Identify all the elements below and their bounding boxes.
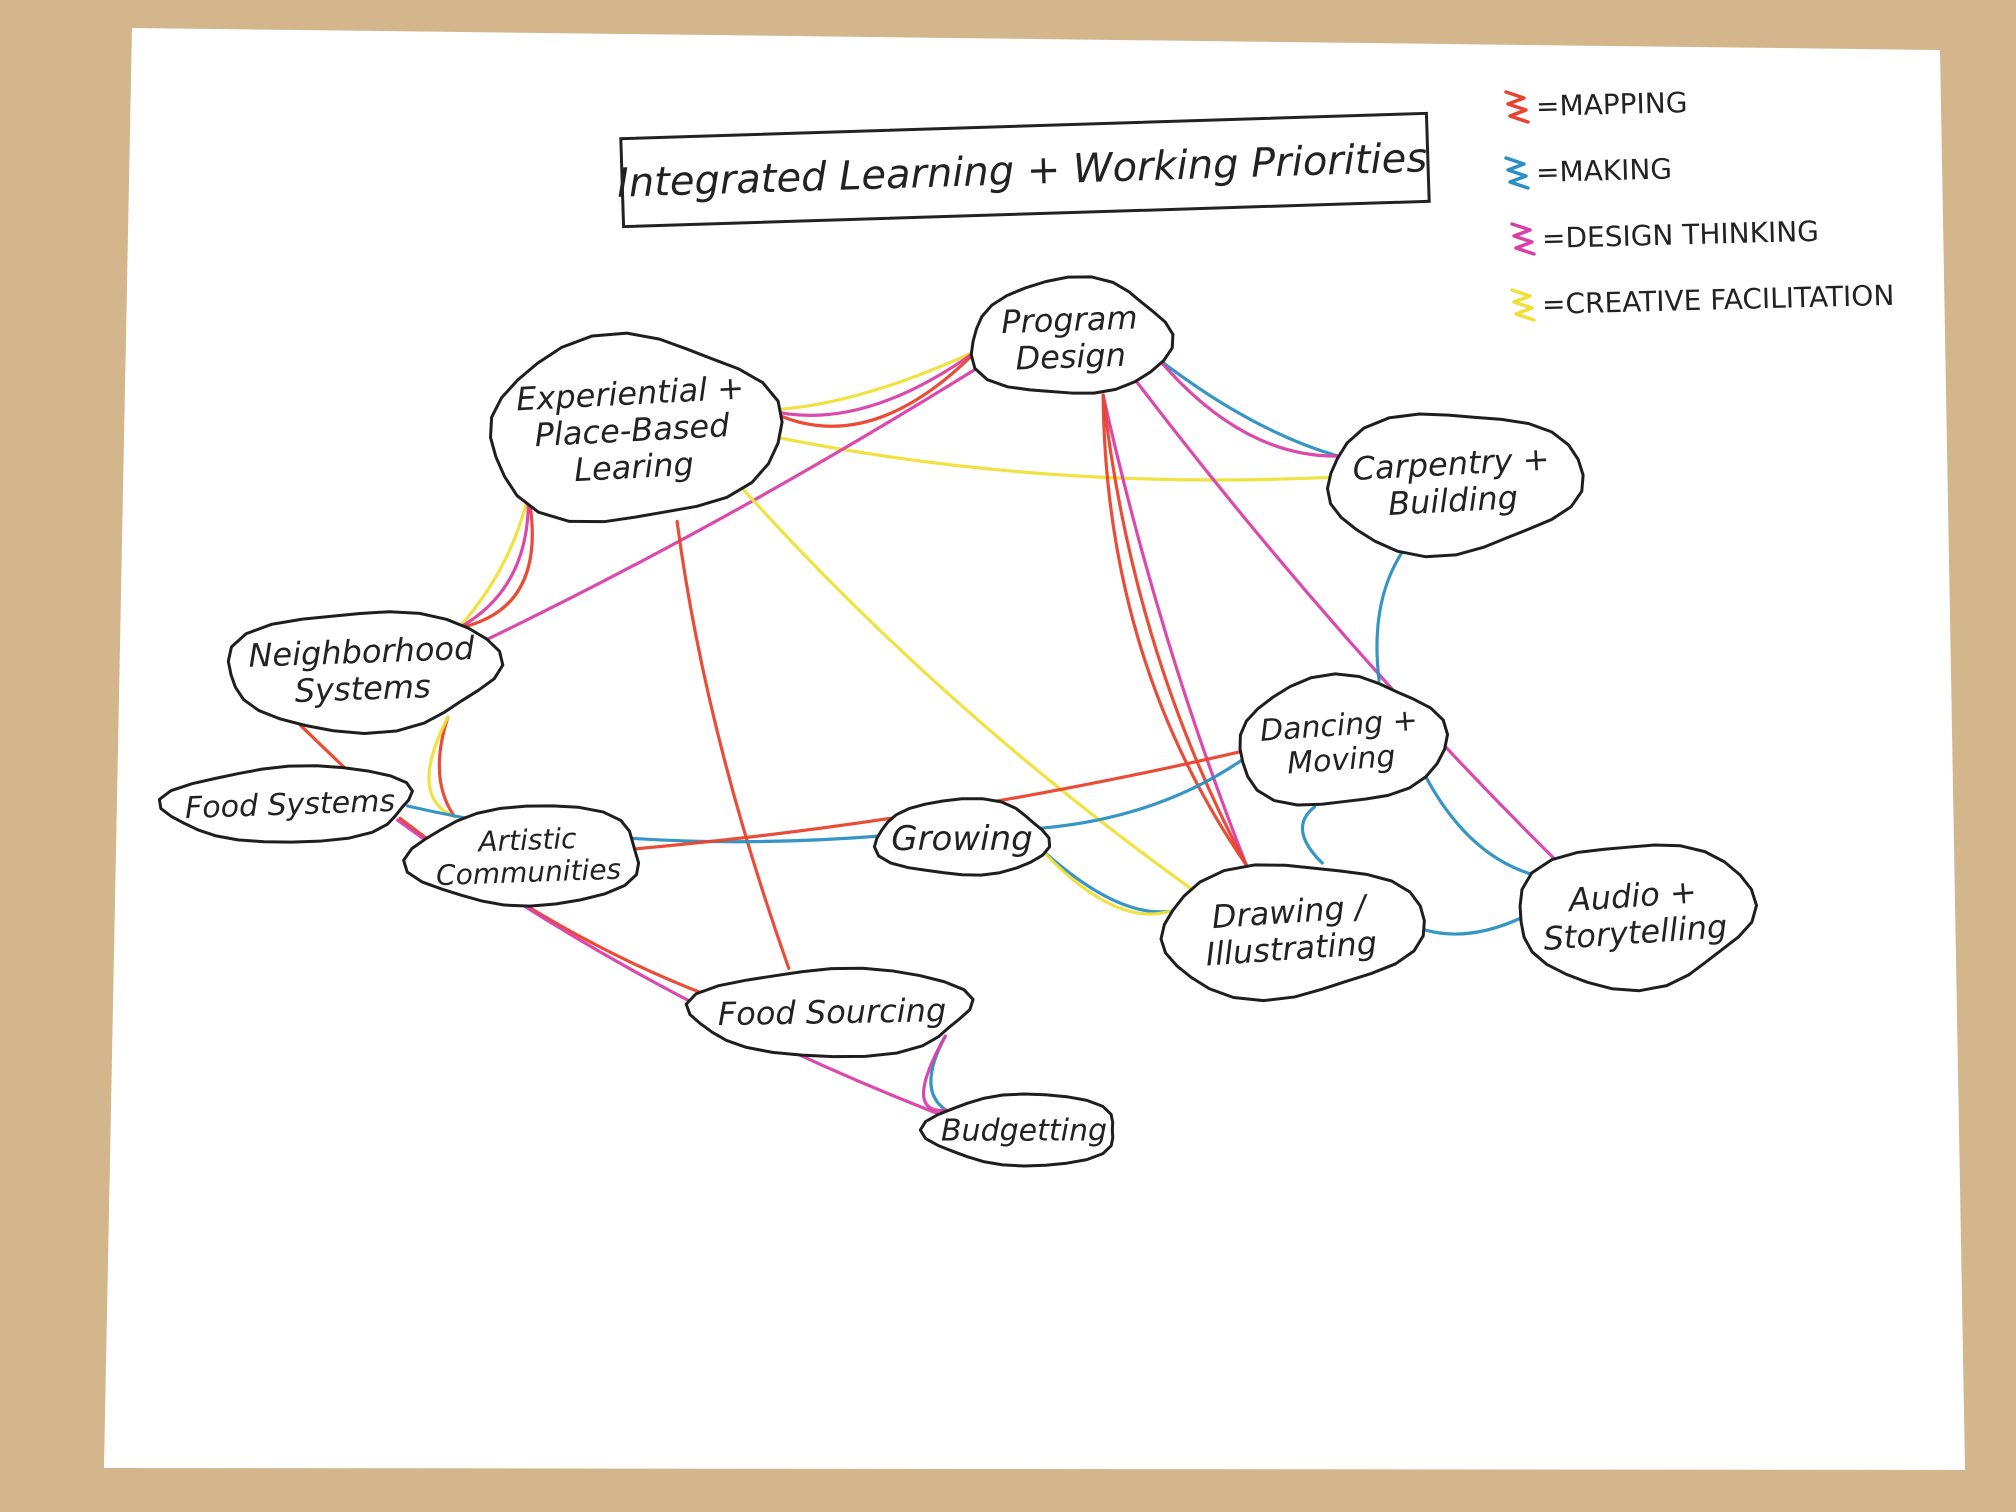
node-outline bbox=[918, 1092, 1115, 1168]
node-outline bbox=[1325, 412, 1585, 559]
legend-swatch-design bbox=[1510, 222, 1536, 256]
link-creative-neighborhood-artistic bbox=[427, 715, 457, 819]
link-making-growing-dancing bbox=[1039, 756, 1246, 830]
link-design-program-drawing bbox=[1101, 393, 1248, 867]
link-making-dancing-audio bbox=[1423, 774, 1539, 878]
node-outline bbox=[1238, 672, 1450, 807]
node-outline bbox=[872, 797, 1052, 877]
node-outline bbox=[969, 275, 1175, 395]
link-creative-experiential-carpentry bbox=[768, 434, 1333, 482]
node-outline bbox=[684, 966, 975, 1059]
legend-label-design: =DESIGN THINKING bbox=[1542, 215, 1820, 255]
node-label-line: Systems bbox=[294, 667, 431, 710]
node-label-line: Artistic bbox=[476, 822, 578, 858]
node-outline bbox=[488, 331, 784, 524]
link-creative-neighborhood-experiential bbox=[457, 492, 530, 630]
link-mapping-neighborhood-experiential bbox=[457, 492, 534, 630]
legend-label-making: =MAKING bbox=[1536, 152, 1673, 189]
legend-swatch-mapping bbox=[1504, 90, 1530, 124]
link-creative-growing-drawing bbox=[1039, 847, 1171, 916]
node-food-sourcing: Food Sourcing bbox=[684, 966, 975, 1059]
link-mapping-program-drawing bbox=[1101, 393, 1248, 867]
node-label-line: Audio + bbox=[1566, 872, 1698, 919]
link-making-growing-drawing bbox=[1039, 847, 1171, 914]
link-making-drawing-audio bbox=[1413, 915, 1524, 936]
node-growing: Growing bbox=[872, 797, 1052, 877]
node-label-line: Food Systems bbox=[184, 784, 395, 826]
legend: =MAPPING=MAKING=DESIGN THINKING=CREATIVE… bbox=[1504, 86, 1895, 322]
node-label-line: Food Sourcing bbox=[717, 991, 946, 1033]
node-label-line: Building bbox=[1387, 478, 1519, 523]
node-label-line: Neighborhood bbox=[248, 629, 476, 675]
node-label-line: Design bbox=[1015, 336, 1127, 378]
link-mapping-neighborhood-artistic bbox=[437, 715, 457, 819]
node-outline bbox=[402, 804, 641, 908]
node-label-line: Learing bbox=[573, 445, 695, 489]
node-outline bbox=[1518, 843, 1759, 993]
link-mapping-program-drawing bbox=[1101, 393, 1248, 867]
node-label-line: Program bbox=[1001, 298, 1139, 341]
node-label-line: Budgetting bbox=[941, 1114, 1107, 1149]
legend-label-mapping: =MAPPING bbox=[1536, 86, 1688, 123]
link-design-experiential-program bbox=[766, 348, 979, 417]
link-mapping-experiential-program bbox=[766, 348, 979, 428]
link-design-program-audio bbox=[1134, 379, 1558, 862]
legend-swatch-creative bbox=[1510, 288, 1536, 322]
node-budgetting: Budgetting bbox=[918, 1092, 1115, 1168]
link-mapping-experiential-food_sourcing bbox=[675, 519, 791, 970]
link-making-program-carpentry bbox=[1157, 357, 1340, 458]
link-design-program-carpentry bbox=[1157, 357, 1340, 458]
node-dancing: Dancing +Moving bbox=[1238, 672, 1450, 807]
node-drawing: Drawing /Illustrating bbox=[1159, 863, 1426, 1003]
node-food-systems: Food Systems bbox=[157, 764, 414, 844]
link-making-dancing-drawing bbox=[1300, 805, 1324, 865]
link-creative-experiential-drawing bbox=[740, 486, 1192, 890]
link-making-carpentry-dancing bbox=[1375, 547, 1406, 682]
link-design-neighborhood-program bbox=[477, 362, 986, 645]
node-carpentry: Carpentry +Building bbox=[1325, 412, 1585, 559]
link-creative-experiential-program bbox=[766, 348, 979, 412]
link-design-neighborhood-experiential bbox=[457, 492, 530, 630]
link-design-food_sourcing-budgetting bbox=[922, 1034, 948, 1112]
legend-swatch-making bbox=[1504, 156, 1530, 190]
node-label-line: Moving bbox=[1286, 739, 1397, 781]
node-outline bbox=[157, 764, 414, 844]
node-label-line: Growing bbox=[891, 819, 1033, 859]
node-outline bbox=[1159, 863, 1426, 1003]
node-audio: Audio +Storytelling bbox=[1518, 843, 1759, 993]
node-label-line: Communities bbox=[436, 853, 622, 892]
node-outline bbox=[226, 610, 505, 735]
